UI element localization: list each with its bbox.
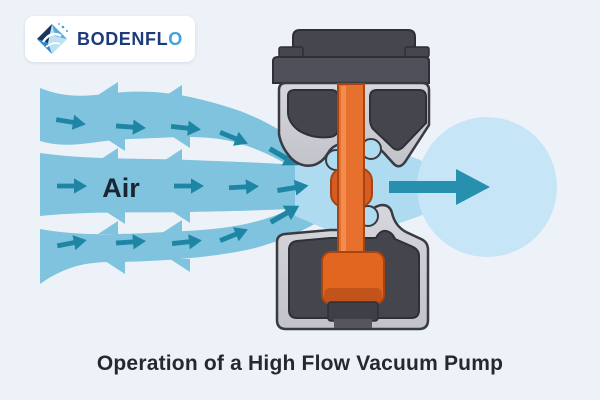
air-stream-top <box>40 82 320 174</box>
diagram-caption: Operation of a High Flow Vacuum Pump <box>96 352 504 375</box>
air-stream-bottom <box>40 194 332 284</box>
bodenflo-logo-icon <box>37 23 68 54</box>
piston-assembly <box>321 83 385 328</box>
brand-wordmark: BODENFLO <box>77 29 183 50</box>
pump-upper-right-chamber <box>369 89 427 151</box>
bodenflo-logo: BODENFLO <box>25 16 195 62</box>
piston-foot <box>327 301 379 322</box>
air-label: Air <box>102 173 140 203</box>
outlet-arrow <box>389 169 490 205</box>
pump-upper-left-chamber <box>287 89 339 139</box>
brand-accent-letter: O <box>168 28 183 49</box>
pump-top-cap <box>272 29 430 84</box>
brand-main-text: BODENFL <box>77 28 169 49</box>
